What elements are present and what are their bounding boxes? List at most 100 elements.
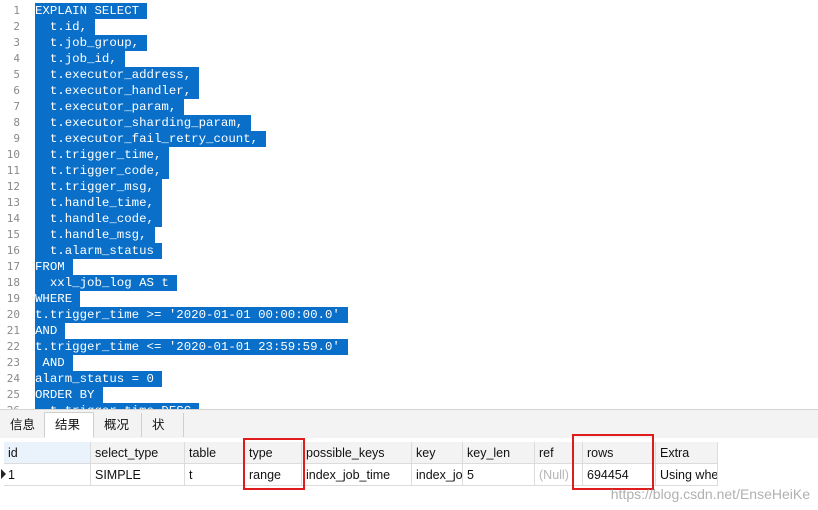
tab-info[interactable]: 信息 (0, 413, 46, 437)
code-text[interactable]: AND (35, 355, 73, 371)
cell-rows[interactable]: 694454 (583, 464, 656, 486)
code-text[interactable]: t.executor_sharding_param, (35, 115, 252, 131)
tab-result-1[interactable]: 结果1 (44, 412, 94, 456)
editor-line[interactable]: 25 ORDER BY (0, 387, 818, 403)
line-number: 12 (6, 180, 20, 193)
line-number: 25 (6, 388, 20, 401)
column-header-table[interactable]: table (185, 442, 245, 464)
code-text[interactable]: t.trigger_msg, (35, 179, 162, 195)
code-text[interactable]: AND (35, 323, 66, 339)
cell-key-len[interactable]: 5 (463, 464, 535, 486)
editor-line[interactable]: 6 t.executor_handler, (0, 83, 818, 99)
column-header-extra[interactable]: Extra (656, 442, 718, 464)
line-number: 3 (13, 36, 20, 49)
code-text[interactable]: t.trigger_time, (35, 147, 170, 163)
editor-line[interactable]: 10 t.trigger_time, (0, 147, 818, 163)
tab-profile[interactable]: 概况 (94, 413, 142, 437)
editor-line[interactable]: 16 t.alarm_status (0, 243, 818, 259)
editor-line[interactable]: 2 t.id, (0, 19, 818, 35)
current-row-marker-icon (1, 469, 6, 479)
cell-type[interactable]: range (245, 464, 302, 486)
line-number: 18 (6, 276, 20, 289)
editor-line[interactable]: 4 t.job_id, (0, 51, 818, 67)
cell-id[interactable]: 1 (4, 464, 91, 486)
code-text[interactable]: alarm_status = 0 (35, 371, 162, 387)
editor-line[interactable]: 26 t.trigger_time DESC (0, 403, 818, 409)
cell-ref[interactable]: (Null) (535, 464, 583, 486)
column-header-key[interactable]: key (412, 442, 463, 464)
line-number: 20 (6, 308, 20, 321)
editor-line[interactable]: 11 t.trigger_code, (0, 163, 818, 179)
code-text[interactable]: t.job_id, (35, 51, 125, 67)
editor-line[interactable]: 3 t.job_group, (0, 35, 818, 51)
line-number: 19 (6, 292, 20, 305)
editor-line[interactable]: 7 t.executor_param, (0, 99, 818, 115)
line-number: 7 (13, 100, 20, 113)
cell-select-type[interactable]: SIMPLE (91, 464, 185, 486)
editor-line[interactable]: 18 xxl_job_log AS t (0, 275, 818, 291)
editor-line[interactable]: 14 t.handle_code, (0, 211, 818, 227)
code-text[interactable]: t.executor_handler, (35, 83, 200, 99)
code-text[interactable]: xxl_job_log AS t (35, 275, 177, 291)
result-grid[interactable]: id select_type table type possible_keys … (0, 434, 818, 510)
column-header-rows[interactable]: rows (583, 442, 656, 464)
column-header-possible-keys[interactable]: possible_keys (302, 442, 412, 464)
editor-line[interactable]: 21 AND (0, 323, 818, 339)
editor-line[interactable]: 15 t.handle_msg, (0, 227, 818, 243)
line-number: 11 (6, 164, 20, 177)
line-number: 15 (6, 228, 20, 241)
code-text[interactable]: t.trigger_time DESC (35, 403, 200, 409)
line-number: 8 (13, 116, 20, 129)
code-text[interactable]: t.trigger_code, (35, 163, 170, 179)
code-text[interactable]: t.trigger_time <= '2020-01-01 23:59:59.0… (35, 339, 348, 355)
code-text[interactable]: t.handle_msg, (35, 227, 155, 243)
line-number: 2 (13, 20, 20, 33)
editor-line[interactable]: 20 t.trigger_time >= '2020-01-01 00:00:00… (0, 307, 818, 323)
code-text[interactable]: t.handle_time, (35, 195, 162, 211)
code-text[interactable]: t.id, (35, 19, 96, 35)
editor-line[interactable]: 22 t.trigger_time <= '2020-01-01 23:59:59… (0, 339, 818, 355)
cell-possible-keys[interactable]: index_job_time (302, 464, 412, 486)
line-number: 14 (6, 212, 20, 225)
code-text[interactable]: t.handle_code, (35, 211, 162, 227)
column-header-key-len[interactable]: key_len (463, 442, 535, 464)
cell-key[interactable]: index_jo (412, 464, 463, 486)
column-header-ref[interactable]: ref (535, 442, 583, 464)
result-tab-bar: 信息 结果1 概况 状态 (0, 409, 818, 456)
editor-line[interactable]: 8 t.executor_sharding_param, (0, 115, 818, 131)
watermark: https://blog.csdn.net/EnseHeiKe (610, 486, 810, 502)
code-text[interactable]: t.job_group, (35, 35, 148, 51)
code-text[interactable]: FROM (35, 259, 73, 275)
code-text[interactable]: t.executor_address, (35, 67, 200, 83)
editor-line[interactable]: 12 t.trigger_msg, (0, 179, 818, 195)
editor-line[interactable]: 5 t.executor_address, (0, 67, 818, 83)
line-number: 6 (13, 84, 20, 97)
type-column-highlight-box (243, 438, 305, 490)
code-text[interactable]: t.trigger_time >= '2020-01-01 00:00:00.0… (35, 307, 348, 323)
line-number: 22 (6, 340, 20, 353)
code-text[interactable]: t.executor_fail_retry_count, (35, 131, 267, 147)
editor-line[interactable]: 13 t.handle_time, (0, 195, 818, 211)
editor-line[interactable]: 23 AND (0, 355, 818, 371)
editor-line[interactable]: 9 t.executor_fail_retry_count, (0, 131, 818, 147)
line-number: 21 (6, 324, 20, 337)
code-text[interactable]: WHERE (35, 291, 81, 307)
line-number: 9 (13, 132, 20, 145)
code-text[interactable]: t.executor_param, (35, 99, 185, 115)
column-header-type[interactable]: type (245, 442, 302, 464)
code-text[interactable]: t.alarm_status (35, 243, 162, 259)
rows-column-highlight-box (572, 434, 654, 490)
editor-line[interactable]: 19 WHERE (0, 291, 818, 307)
tab-status[interactable]: 状态 (142, 413, 184, 456)
line-number: 4 (13, 52, 20, 65)
cell-extra[interactable]: Using whe (656, 464, 718, 486)
column-header-select-type[interactable]: select_type (91, 442, 185, 464)
cell-table[interactable]: t (185, 464, 245, 486)
code-text[interactable]: ORDER BY (35, 387, 103, 403)
column-header-id[interactable]: id (4, 442, 91, 464)
code-text[interactable]: EXPLAIN SELECT (35, 3, 148, 19)
